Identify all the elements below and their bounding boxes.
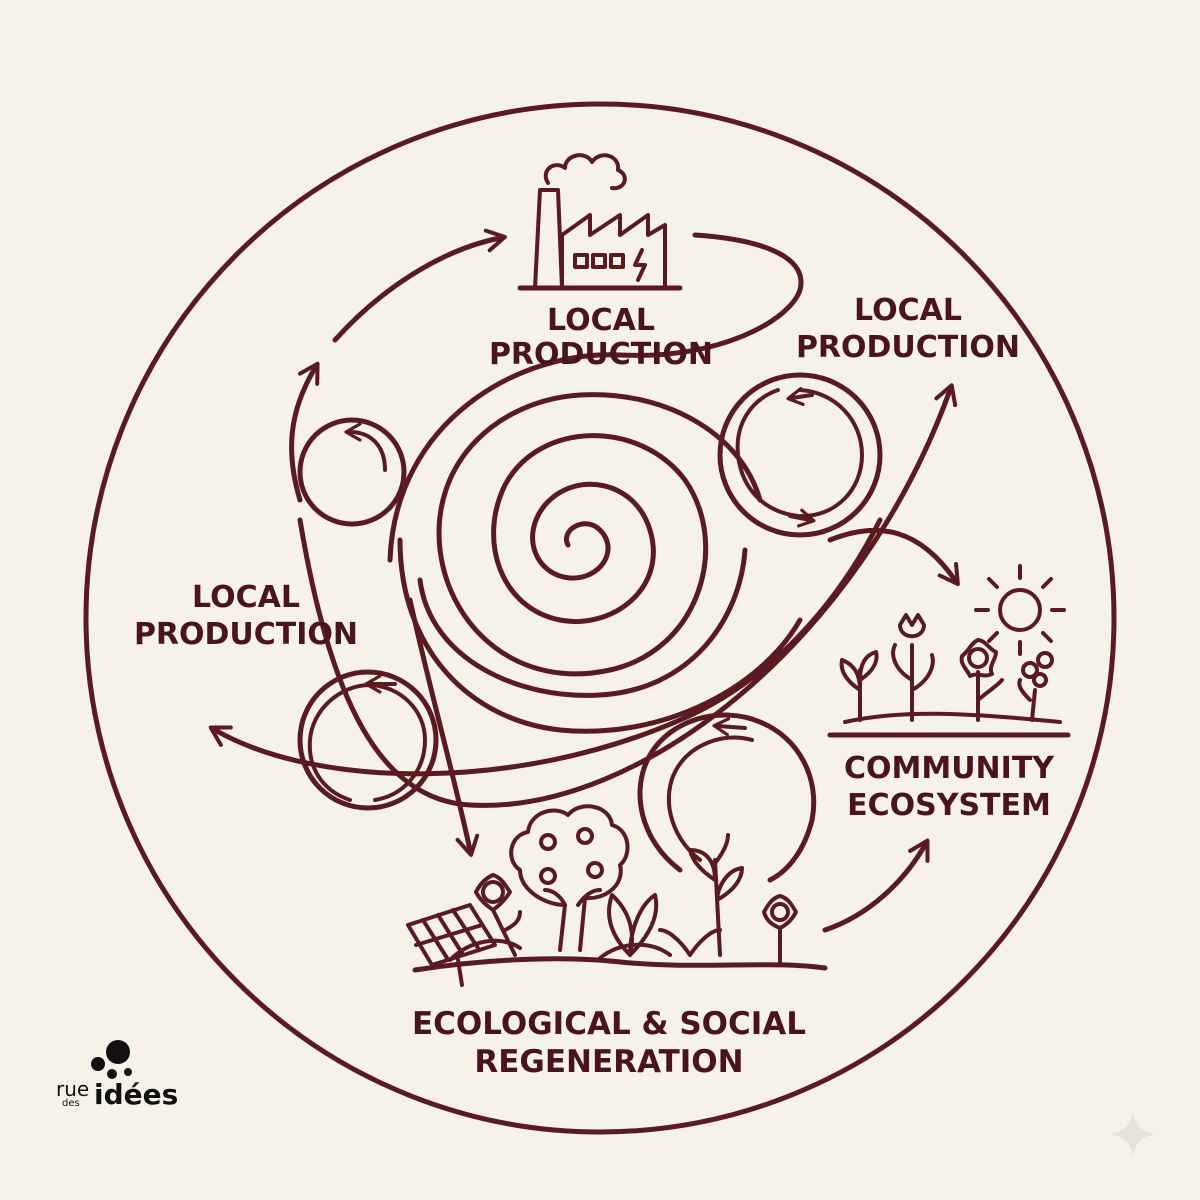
sun-icon <box>974 564 1066 656</box>
label-right-line2: PRODUCTION <box>796 330 1020 365</box>
sparkle-icon <box>1111 1112 1155 1156</box>
arrow-regeneration-to-community <box>822 838 930 933</box>
logo-text-idees: idées <box>94 1078 178 1111</box>
label-regeneration-line1: ECOLOGICAL & SOCIAL <box>412 1006 806 1042</box>
loop-upper-left <box>297 417 407 527</box>
loop-lower-left <box>297 669 439 811</box>
label-regeneration-line2: REGENERATION <box>474 1044 743 1080</box>
outer-circle <box>83 101 1117 1135</box>
garden-icon <box>827 613 1071 738</box>
flower-left-icon <box>474 873 522 957</box>
arrow-to-regeneration <box>407 597 480 857</box>
loop-lower-right <box>637 712 817 883</box>
left-sweep-arrow <box>208 517 883 777</box>
arrow-to-factory <box>332 228 507 343</box>
arrow-left-up <box>289 361 320 503</box>
label-top-line1: LOCAL <box>547 303 655 338</box>
logo-text-rue: rue <box>56 1077 89 1101</box>
tree-icon <box>509 804 630 952</box>
factory-icon <box>517 153 683 291</box>
label-right-line1: LOCAL <box>854 293 962 328</box>
label-top-line2: PRODUCTION <box>489 337 713 372</box>
leaf-plants-icon <box>607 833 798 964</box>
label-community-line1: COMMUNITY <box>844 751 1055 786</box>
spiral-inner-sweep <box>417 547 748 698</box>
label-left-line1: LOCAL <box>192 580 300 615</box>
central-spiral <box>436 392 763 677</box>
bottom-sweep-arrow <box>297 383 958 808</box>
spiral-outer-loop <box>387 232 804 563</box>
loop-right <box>717 372 883 538</box>
regeneration-scene <box>412 938 828 973</box>
logo-text-des: des <box>62 1098 80 1109</box>
arrow-to-community <box>827 527 960 587</box>
solar-panel-icon <box>406 903 497 987</box>
rue-des-idees-logo: rue des idées <box>56 1040 178 1111</box>
label-community-line2: ECOSYSTEM <box>847 788 1051 823</box>
label-left-line2: PRODUCTION <box>134 617 358 652</box>
